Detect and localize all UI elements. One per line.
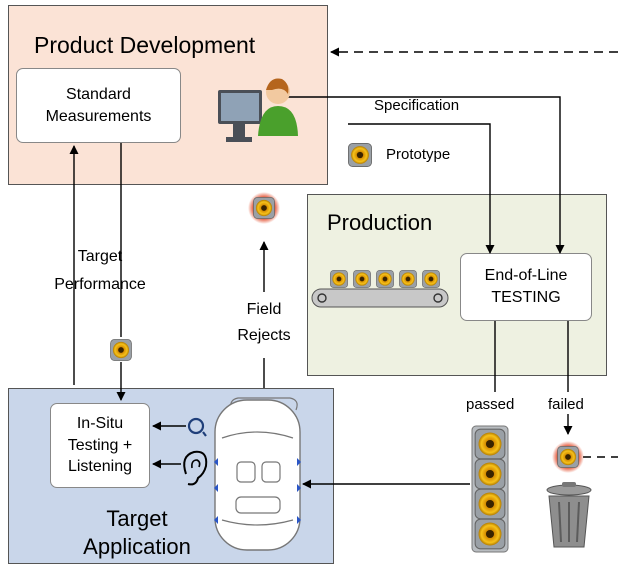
standard-measurements-line2: Measurements [45,107,152,125]
conveyor-belt-icon [311,270,449,308]
end-of-line-testing-box: End-of-Line TESTING [460,253,592,321]
specification-arrow [280,96,565,254]
trash-can-icon [546,482,592,548]
target-application-title-line1: Target [106,506,168,531]
target-application-title-line2: Application [83,534,191,559]
insitu-line2: Testing + [67,436,133,454]
insitu-line1: In-Situ [76,415,124,433]
prototype-label: Prototype [386,146,451,163]
prototype-arrow [348,123,495,254]
in-situ-testing-box: In-Situ Testing + Listening [50,403,150,488]
prototype-speaker-icon [347,142,373,168]
microphone-icon [187,417,207,437]
failed-speaker-icon [557,446,579,468]
car-top-view-icon [214,397,301,551]
target-performance-line1: Target [77,248,123,265]
product-development-title: Product Development [34,32,256,58]
user-at-computer-icon [218,78,298,142]
eol-line1: End-of-Line [484,267,568,285]
insitu-line3: Listening [67,458,133,476]
field-reject-speaker-icon [253,197,275,219]
production-title: Production [327,210,433,235]
eol-line2: TESTING [491,289,561,306]
standard-measurements-line1: Standard [66,85,131,103]
field-rejects-line1: Field [246,301,282,318]
specification-label: Specification [374,97,460,114]
target-performance-label: Target Performance [30,243,170,299]
ear-icon [183,450,208,486]
measured-speaker-icon [110,339,132,361]
passed-label: passed [466,396,515,413]
failed-label: failed [548,396,584,413]
standard-measurements-box: Standard Measurements [16,68,181,143]
target-application-title: Target Application [52,505,222,561]
passed-speakers-stack-icon [471,425,509,553]
target-performance-line2: Performance [54,276,146,293]
field-rejects-label: Field Rejects [224,297,304,349]
field-rejects-line2: Rejects [237,327,291,344]
